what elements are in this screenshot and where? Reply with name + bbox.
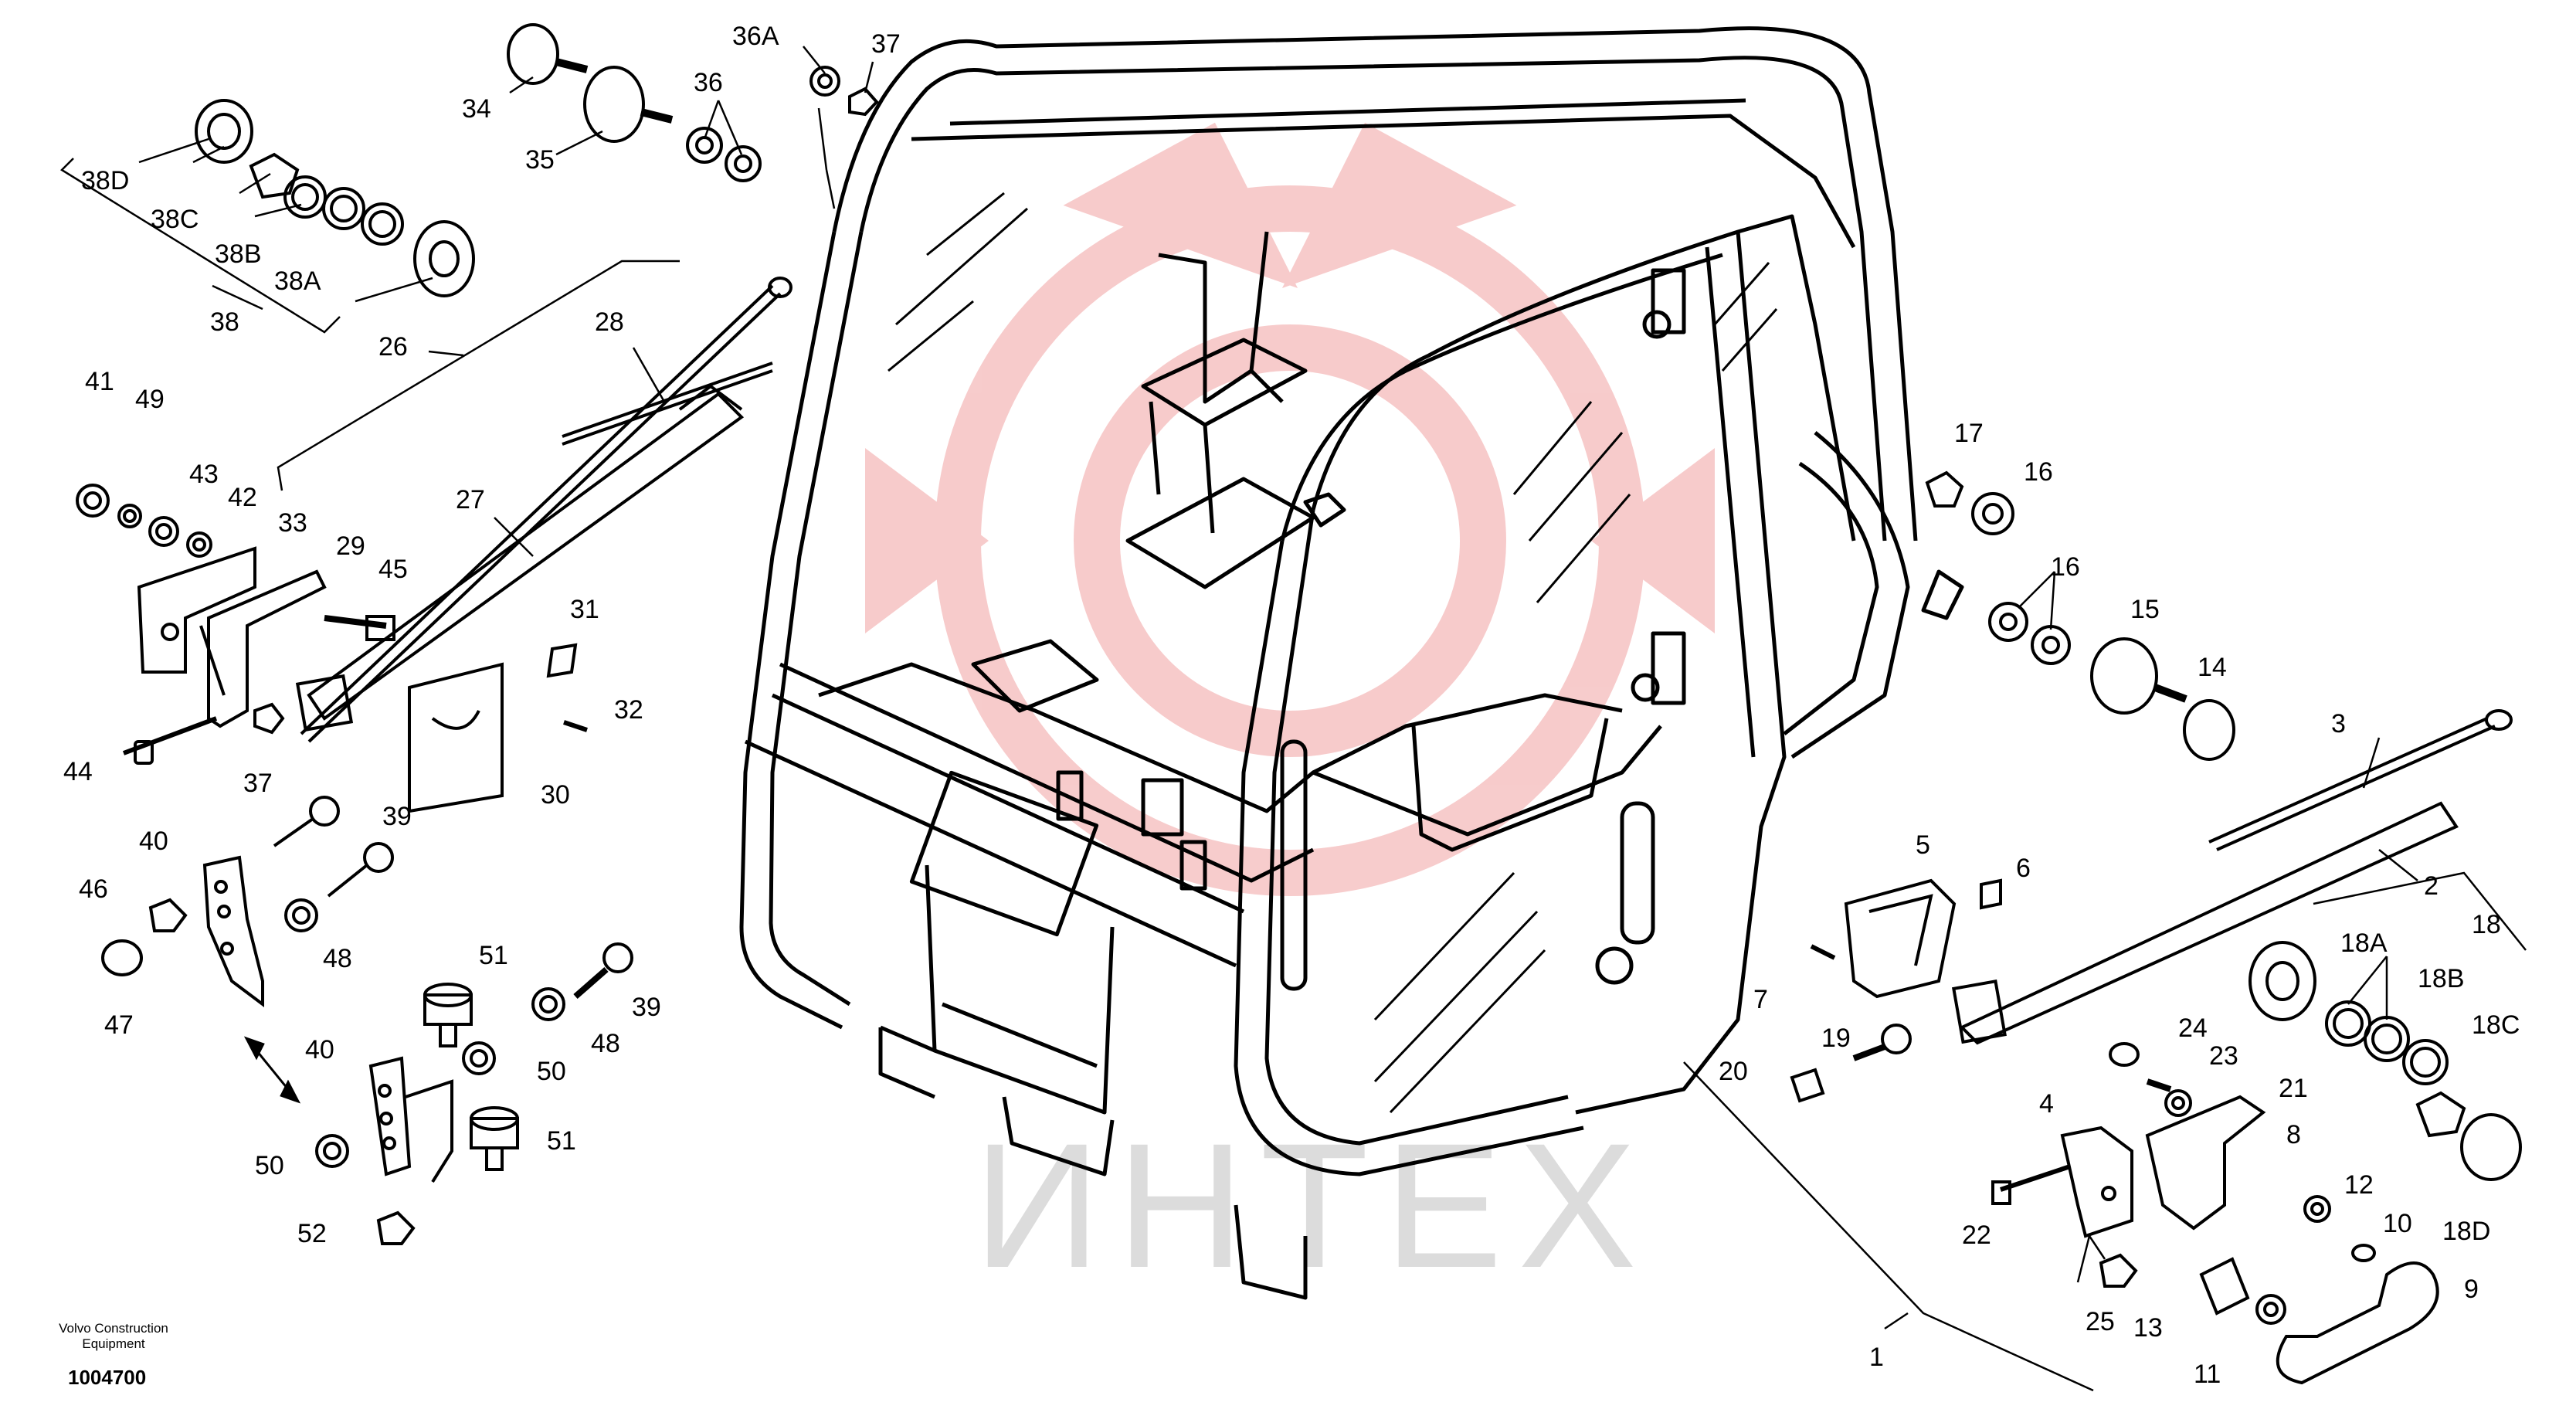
callout-30: 30 [541,780,570,810]
callout-5: 5 [1916,830,1930,860]
callout-23: 23 [2209,1041,2238,1071]
callout-18A: 18A [2340,929,2388,958]
callout-19: 19 [1821,1024,1851,1053]
callout-38A: 38A [274,267,321,296]
callout-35: 35 [525,145,555,175]
callout-22: 22 [1962,1221,1991,1250]
callout-14: 14 [2198,653,2227,682]
callout-18B: 18B [2418,964,2465,993]
callout-51a: 51 [479,941,508,970]
callout-40b: 40 [305,1035,334,1064]
callout-6: 6 [2016,854,2031,883]
callout-3: 3 [2331,709,2346,738]
callout-labels: 1 2 3 4 5 6 7 8 9 10 11 12 13 14 15 16 1… [63,22,2520,1389]
callout-46: 46 [79,874,108,904]
rod-assembly-right [1790,470,2522,1385]
callout-38D: 38D [81,166,129,195]
rod-assembly-left [76,23,879,1245]
callout-42: 42 [228,483,257,512]
callout-4: 4 [2039,1089,2054,1119]
callout-41: 41 [85,367,114,396]
callout-17: 17 [1954,419,1984,448]
callout-44: 44 [63,757,93,786]
cab-frame [739,26,1964,1300]
callout-26: 26 [378,332,408,362]
callout-16a: 16 [2024,457,2053,487]
callout-12: 12 [2344,1170,2374,1200]
callout-15: 15 [2130,595,2160,624]
callout-50a: 50 [537,1057,566,1086]
callout-2: 2 [2424,871,2439,901]
callout-29: 29 [336,531,365,561]
callout-39b: 39 [632,993,661,1022]
callout-7: 7 [1753,985,1768,1014]
callout-27: 27 [456,485,485,514]
callout-13: 13 [2133,1313,2163,1343]
callout-28: 28 [595,307,624,337]
watermark-logo [865,122,1715,896]
callout-8: 8 [2286,1120,2301,1149]
callout-10: 10 [2383,1209,2412,1238]
brand-line-2: Equipment [82,1336,145,1351]
callout-51b: 51 [547,1126,576,1156]
callout-45: 45 [378,555,408,584]
callout-33: 33 [278,508,307,538]
callout-18: 18 [2472,910,2501,939]
callout-18D: 18D [2442,1217,2490,1246]
drawing-number: 1004700 [68,1366,147,1389]
callout-36A: 36A [732,22,779,51]
callout-38: 38 [210,307,239,337]
callout-31: 31 [570,595,599,624]
callout-37a: 37 [871,29,901,59]
callout-16b: 16 [2051,552,2080,582]
callout-39a: 39 [382,802,412,831]
callout-50b: 50 [255,1151,284,1180]
brand-caption: Volvo Construction Equipment [40,1321,187,1352]
callout-48a: 48 [323,944,352,973]
callout-24: 24 [2178,1013,2208,1043]
callout-36: 36 [694,68,723,97]
callout-47: 47 [104,1010,134,1040]
callout-32: 32 [614,695,643,725]
callout-52: 52 [297,1219,327,1248]
leader-lines [59,46,2527,1392]
callout-1: 1 [1869,1343,1884,1372]
callout-48b: 48 [591,1029,620,1058]
callout-34: 34 [462,94,491,124]
callout-37b: 37 [243,769,273,798]
callout-43: 43 [189,460,219,489]
callout-38B: 38B [215,239,262,269]
callout-25: 25 [2086,1307,2115,1336]
callout-18C: 18C [2472,1010,2520,1040]
callout-9: 9 [2464,1275,2479,1304]
callout-11: 11 [2194,1360,2221,1389]
callout-20: 20 [1719,1057,1748,1086]
brand-line-1: Volvo Construction [59,1321,168,1336]
callout-21: 21 [2279,1074,2308,1103]
callout-49: 49 [135,385,165,414]
callout-38C: 38C [151,205,199,234]
callout-40a: 40 [139,827,168,856]
